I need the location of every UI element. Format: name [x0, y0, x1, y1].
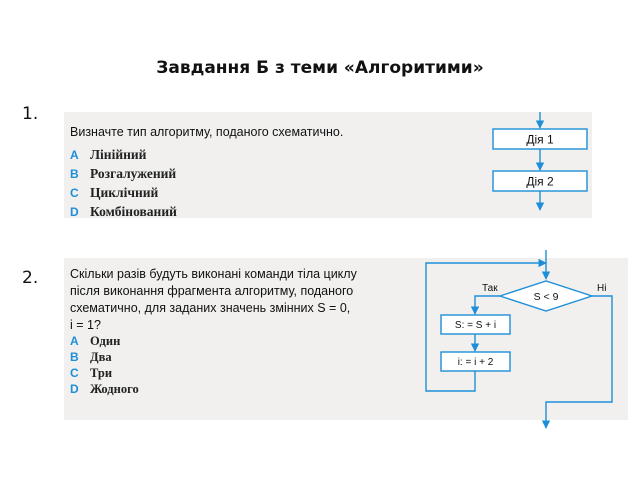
option-letter: C	[70, 186, 79, 200]
option-letter: D	[70, 382, 79, 396]
step-1-label: S: = S + i	[455, 320, 496, 331]
question-1-option-c[interactable]: C Циклічний	[70, 185, 177, 204]
action-2-label: Дія 2	[526, 175, 554, 189]
flowchart-linear	[492, 112, 588, 211]
option-text: Жодного	[90, 382, 139, 396]
action-1-label: Дія 1	[526, 133, 554, 147]
option-letter: B	[70, 350, 79, 364]
option-text: Циклічний	[90, 185, 159, 200]
option-text: Три	[90, 366, 113, 380]
loop-back-arrow	[425, 258, 547, 392]
flowchart-loop	[425, 250, 613, 429]
yes-branch-arrow	[470, 295, 500, 315]
question-2-option-a[interactable]: A Один	[70, 334, 139, 350]
option-letter: A	[70, 148, 79, 162]
question-1-options: A Лінійний B Розгалужений C Циклічний D …	[70, 147, 177, 223]
question-2-option-b[interactable]: B Два	[70, 350, 139, 366]
question-1-option-b[interactable]: B Розгалужений	[70, 166, 177, 185]
question-2-option-d[interactable]: D Жодного	[70, 382, 139, 398]
option-letter: A	[70, 334, 79, 348]
option-letter: D	[70, 205, 79, 219]
question-2-text: Скільки разів будуть виконані команди ті…	[70, 266, 390, 334]
option-text: Один	[90, 334, 121, 348]
option-letter: B	[70, 167, 79, 181]
question-2-option-c[interactable]: C Три	[70, 366, 139, 382]
option-text: Два	[90, 350, 112, 364]
question-2-options: A Один B Два C Три D Жодного	[70, 334, 139, 398]
yes-label: Так	[482, 283, 498, 294]
question-2-text-line: i = 1?	[70, 318, 101, 332]
option-letter: C	[70, 366, 79, 380]
option-text: Комбінований	[90, 204, 177, 219]
step-2-label: i: = i + 2	[458, 357, 494, 368]
slide-title: Завдання Б з теми «Алгоритими»	[156, 58, 484, 78]
question-1-option-a[interactable]: A Лінійний	[70, 147, 177, 166]
question-1-number: 1.	[22, 104, 39, 124]
no-label: Ні	[597, 283, 606, 294]
condition-label: S < 9	[534, 291, 559, 303]
question-2-text-line: Скільки разів будуть виконані команди ті…	[70, 267, 357, 281]
question-1-text: Визначте тип алгоритму, поданого схемати…	[70, 125, 344, 139]
question-2-text-line: схематично, для заданих значень змінних …	[70, 301, 351, 315]
question-1-option-d[interactable]: D Комбінований	[70, 204, 177, 223]
option-text: Лінійний	[90, 147, 147, 162]
question-2-number: 2.	[22, 268, 39, 288]
question-2-text-line: після виконання фрагмента алгоритму, под…	[70, 284, 354, 298]
option-text: Розгалужений	[90, 166, 177, 181]
no-branch-arrow	[541, 295, 613, 429]
